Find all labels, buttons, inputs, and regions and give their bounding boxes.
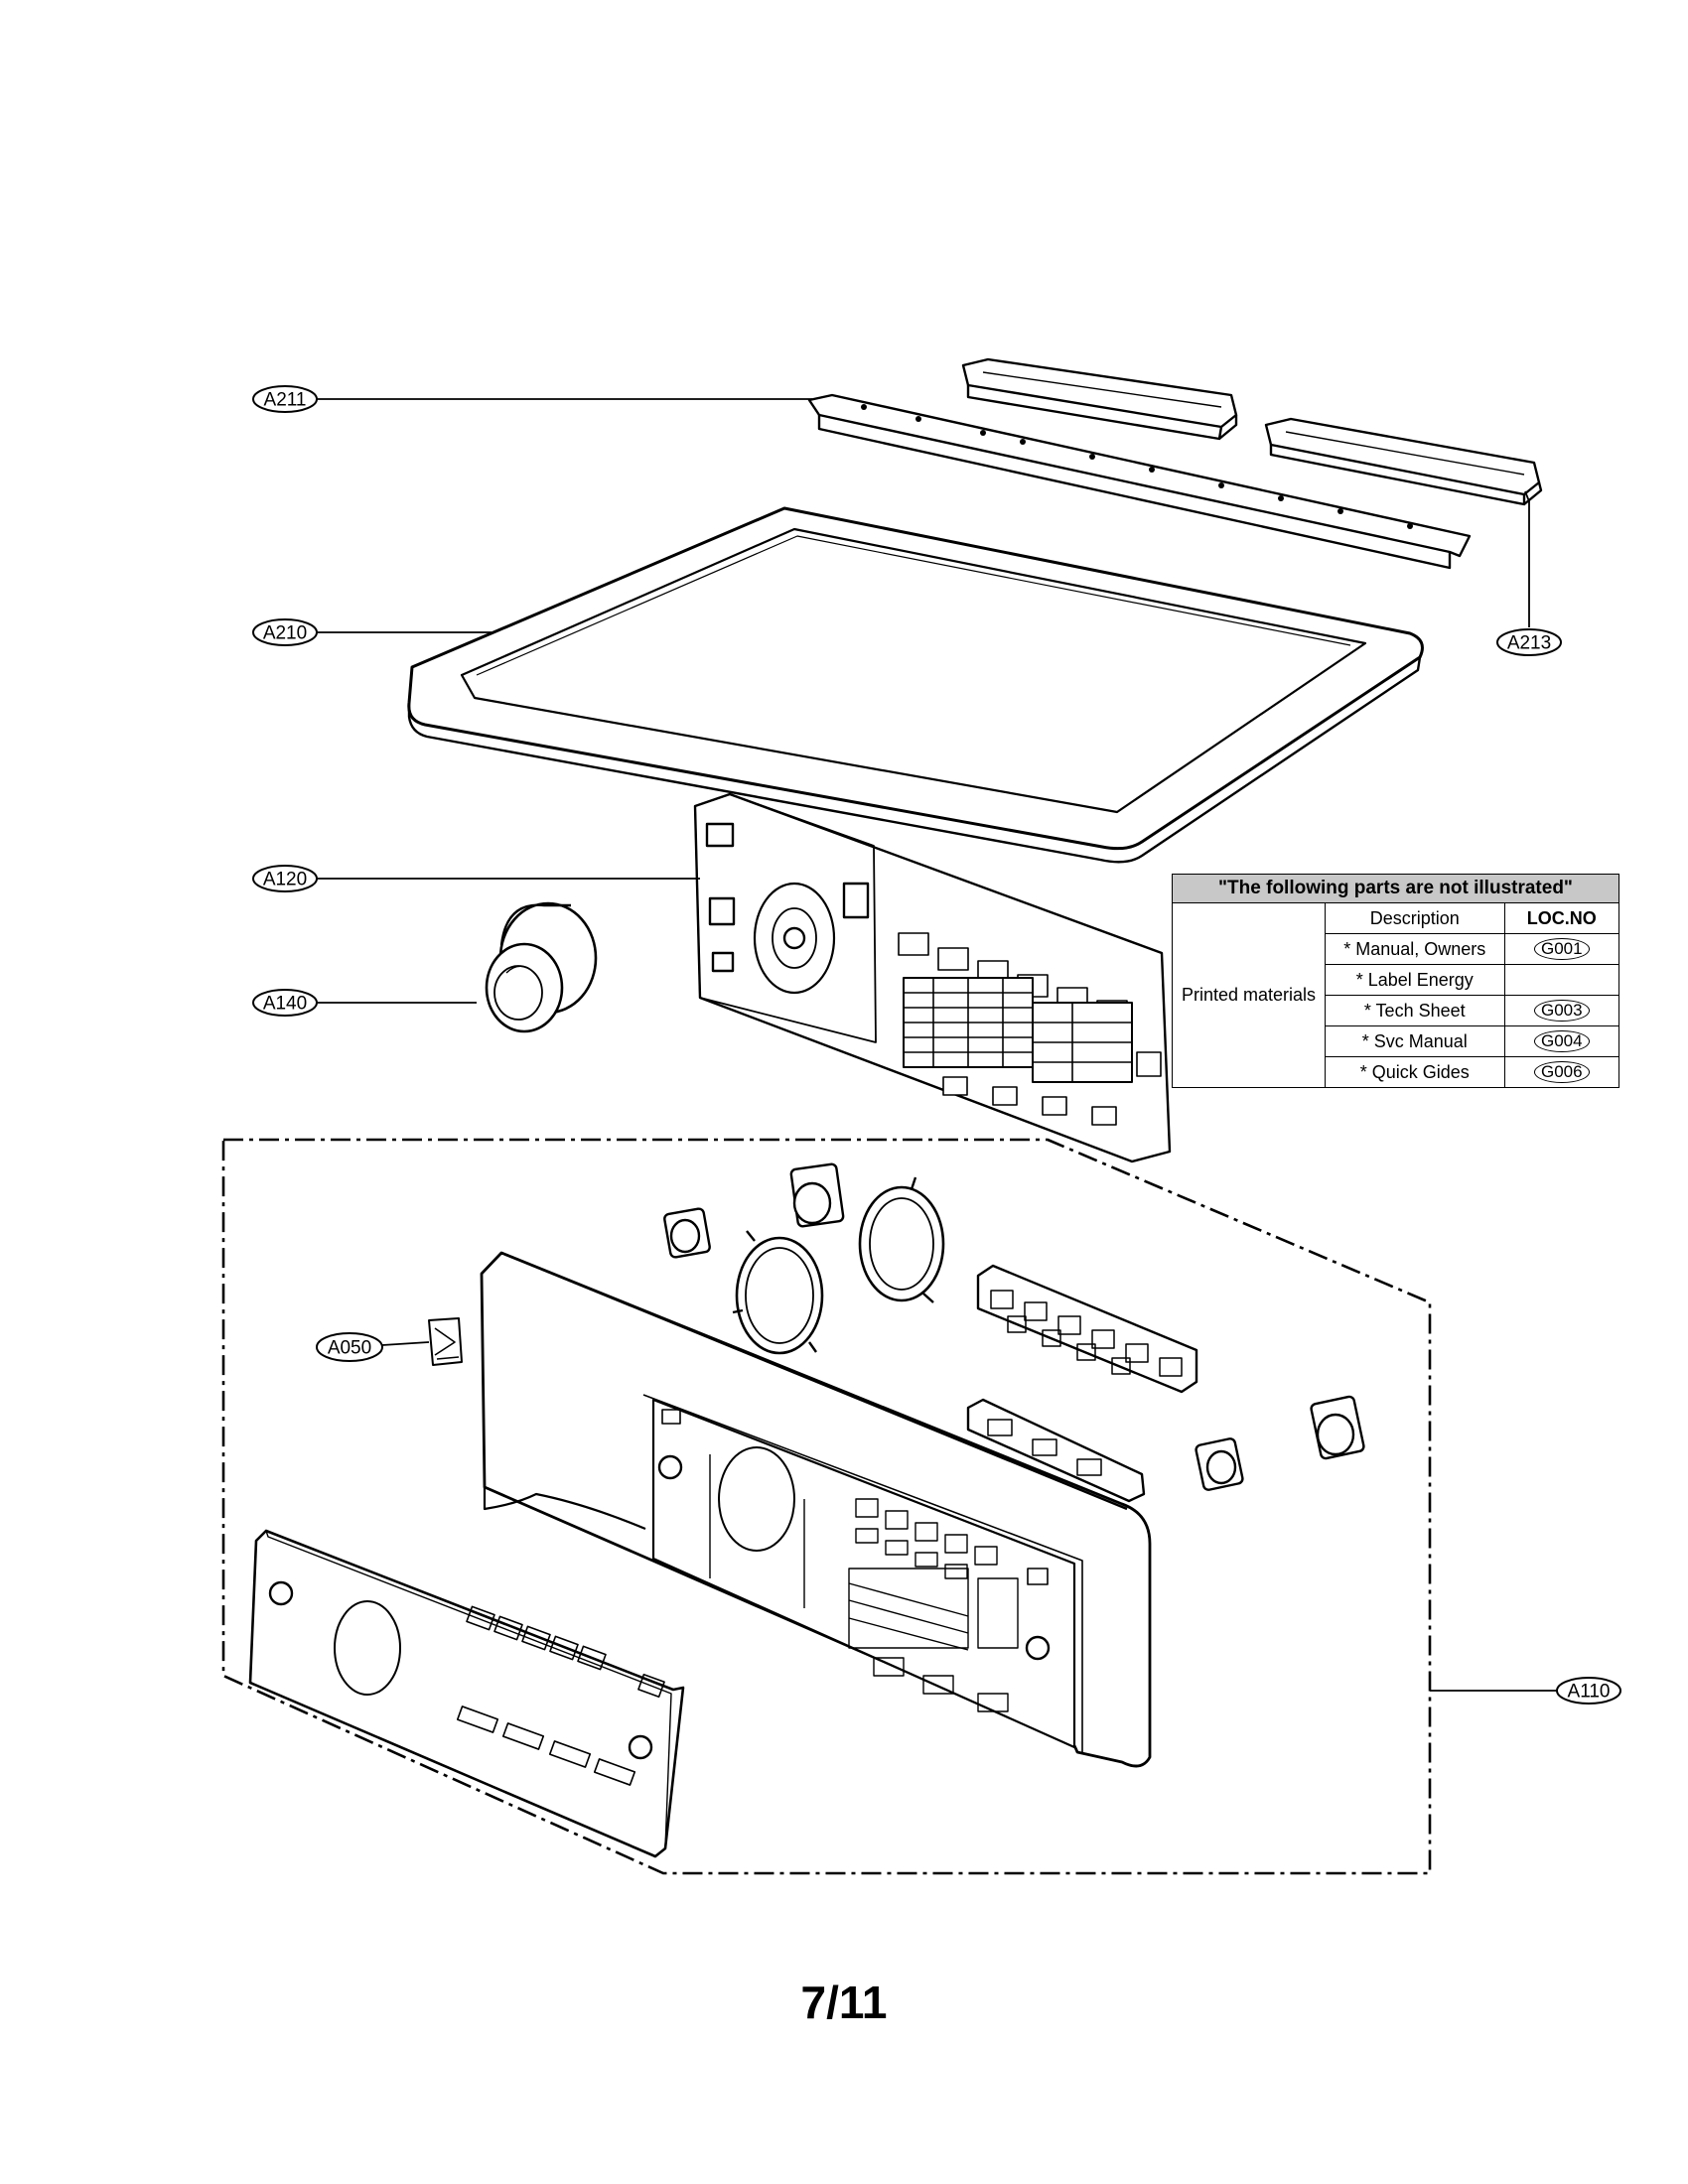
small-button-part-4 (1310, 1395, 1365, 1460)
loc-badge: G006 (1533, 1061, 1590, 1083)
callout-oval-a213 (1496, 628, 1562, 656)
table-row: * Manual, Owners G001 (1173, 933, 1620, 965)
small-button-part-1 (663, 1207, 711, 1259)
table-title: "The following parts are not illustrated… (1172, 874, 1619, 903)
small-button-part-3 (1195, 1437, 1244, 1491)
callout-oval-a120 (252, 865, 318, 892)
control-panel-housing-part (480, 1251, 1152, 1768)
top-bracket-part-2 (1264, 417, 1543, 506)
small-button-part-2 (789, 1162, 845, 1228)
table-row: * Quick Gides G006 (1173, 1056, 1620, 1088)
row-description: * Svc Manual (1324, 1025, 1505, 1057)
knob-ring-part-2 (858, 1176, 945, 1303)
loc-badge: G003 (1533, 1000, 1590, 1022)
row-description: * Label Energy (1324, 964, 1505, 996)
button-strip-part-1 (976, 1264, 1198, 1394)
rear-rail-part (807, 393, 1472, 570)
callout-oval-a110 (1556, 1677, 1621, 1705)
table-row: * Tech Sheet G003 (1173, 995, 1620, 1026)
leader-lines (317, 398, 1557, 1692)
row-loc: G003 (1503, 995, 1620, 1026)
callout-a210: A210 (263, 623, 307, 644)
callout-oval-a140 (252, 989, 318, 1017)
control-pcb-part (693, 792, 1172, 1163)
row-loc: G006 (1503, 1056, 1620, 1088)
loc-badge: G004 (1533, 1030, 1590, 1052)
knob-ring-part-1 (732, 1230, 824, 1355)
header-loc-no: LOC.NO (1503, 902, 1620, 934)
row-description: * Tech Sheet (1324, 995, 1505, 1026)
callout-a110: A110 (1568, 1682, 1611, 1703)
button-strip-part-2 (966, 1398, 1146, 1503)
not-illustrated-parts-table: "The following parts are not illustrated… (1172, 874, 1620, 1088)
loc-badge: G001 (1533, 938, 1590, 960)
callout-oval-a050 (316, 1332, 383, 1362)
callout-a120: A120 (263, 870, 307, 890)
top-panel-part (407, 506, 1424, 864)
knob-part (485, 901, 598, 1033)
callout-oval-a211 (252, 385, 318, 413)
row-loc: G001 (1503, 933, 1620, 965)
callout-a140: A140 (263, 994, 307, 1015)
callout-a211: A211 (264, 390, 307, 411)
row-description: * Quick Gides (1324, 1056, 1505, 1088)
header-description: Description (1324, 902, 1505, 934)
row-loc: G004 (1503, 1025, 1620, 1057)
badge-part (428, 1317, 463, 1366)
assembly-boundary (221, 1138, 1432, 1875)
page-number: 7/11 (800, 1977, 888, 2028)
table-row: * Label Energy (1173, 964, 1620, 996)
table-title-row: "The following parts are not illustrated… (1172, 874, 1619, 903)
table-row: * Svc Manual G004 (1173, 1025, 1620, 1057)
row-loc (1503, 964, 1620, 996)
table-header-row: Printed materials Description LOC.NO (1172, 902, 1620, 1088)
front-overlay-panel-part (248, 1529, 685, 1858)
callout-oval-a210 (252, 618, 318, 646)
category-cell: Printed materials (1172, 902, 1326, 1088)
row-description: * Manual, Owners (1324, 933, 1505, 965)
top-bracket-part-1 (961, 357, 1238, 441)
callout-a213: A213 (1507, 633, 1551, 654)
callout-a050: A050 (328, 1338, 371, 1359)
